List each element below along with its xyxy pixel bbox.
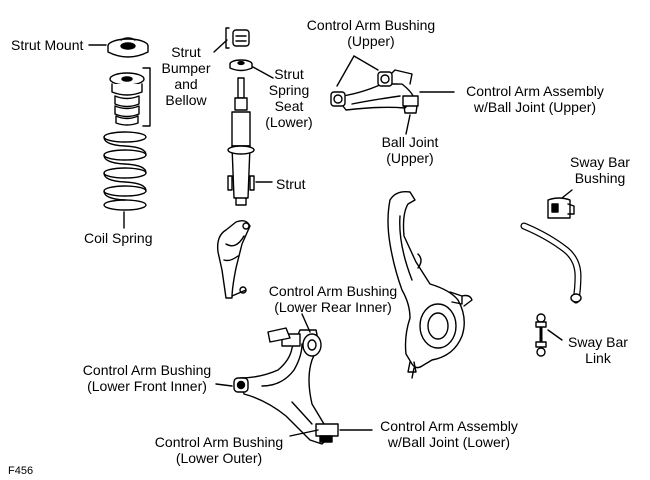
strut-bumper-bracket-left [225,27,230,49]
label-sway-bar-link: Sway Bar Link [568,334,628,366]
label-upper-arm-assembly: Control Arm Assembly w/Ball Joint (Upper… [466,83,604,115]
sway-bar-bushing-leader [561,189,573,199]
lower-rear-inner-leader [301,313,311,333]
lower-front-inner-leader [215,383,233,387]
bumper-bracket [142,67,151,127]
spring-seat-leader [252,66,274,79]
bumper-bellow-part [109,72,145,126]
label-strut-mount: Strut Mount [11,37,84,53]
label-lower-outer-bushing: Control Arm Bushing (Lower Outer) [154,434,284,466]
label-lower-arm-assembly: Control Arm Assembly w/Ball Joint (Lower… [380,418,518,450]
label-upper-ball-joint: Ball Joint (Upper) [381,134,439,166]
lower-outer-leader [289,429,319,437]
sway-bar-bushing-part [547,197,575,219]
knuckle-part [387,190,473,379]
label-coil-spring: Coil Spring [84,230,153,246]
upper-bushing-leader-1 [336,55,355,87]
strut-part [227,77,255,206]
upper-bushing-leader-2 [353,55,379,71]
spring-seat-part [229,59,253,72]
figure-code: F456 [8,465,34,477]
label-lower-front-inner-bushing: Control Arm Bushing (Lower Front Inner) [82,362,212,394]
strut-bumper-small-part [232,29,250,47]
lower-control-arm-part [233,327,339,445]
sway-bar-part [520,222,582,304]
sway-bar-link-part [535,313,547,357]
label-lower-rear-inner-bushing: Control Arm Bushing (Lower Rear Inner) [268,283,398,315]
upper-ball-joint-leader [405,114,411,135]
label-strut: Strut [276,176,306,192]
label-sway-bar-bushing: Sway Bar Bushing [570,154,630,186]
strut-mount-part [107,37,149,58]
label-strut-bumper-bellow: Strut Bumper and Bellow [161,44,211,108]
label-upper-bushing: Control Arm Bushing (Upper) [306,17,436,49]
coil-spring-part [103,131,147,211]
label-strut-spring-seat: Strut Spring Seat (Lower) [265,66,313,130]
upper-control-arm-part [330,69,419,114]
lower-bracket-part [216,219,251,299]
sway-bar-link-leader [547,329,563,341]
